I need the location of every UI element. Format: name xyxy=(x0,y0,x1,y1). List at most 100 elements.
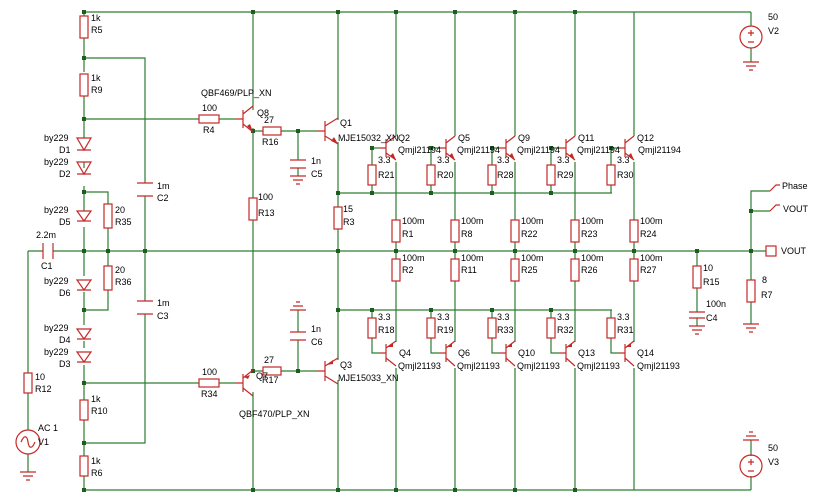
value-label: 1k xyxy=(91,456,101,466)
resistor-r13[interactable] xyxy=(248,197,258,221)
junction-dots xyxy=(82,10,753,492)
resistor-r23[interactable] xyxy=(570,219,580,243)
capacitor-c2[interactable] xyxy=(137,182,153,197)
resistor-r36[interactable] xyxy=(103,265,113,291)
junction xyxy=(251,129,255,133)
ref-label: R5 xyxy=(91,25,103,35)
ground-icon xyxy=(743,431,759,441)
ref-label: R31 xyxy=(617,325,634,335)
resistor-r25[interactable] xyxy=(510,258,520,282)
resistor-r33[interactable] xyxy=(487,317,497,339)
transistor-q3[interactable] xyxy=(317,357,339,385)
capacitor-c6[interactable] xyxy=(290,331,306,341)
ground-icon xyxy=(290,301,306,311)
resistor-r29[interactable] xyxy=(546,164,556,186)
capacitor-c1[interactable] xyxy=(42,243,54,259)
resistor-r18[interactable] xyxy=(367,317,377,339)
resistor-r12[interactable] xyxy=(23,372,33,394)
ref-label: C1 xyxy=(41,261,53,271)
resistor-r4[interactable] xyxy=(198,114,220,124)
junction xyxy=(370,146,374,150)
value-label: Qmjl21193 xyxy=(457,361,500,371)
value-label: 100m xyxy=(461,216,484,226)
resistor-r35[interactable] xyxy=(103,203,113,229)
capacitor-c3[interactable] xyxy=(137,300,153,315)
resistor-r7[interactable] xyxy=(746,279,756,303)
resistor-r30[interactable] xyxy=(606,164,616,186)
voltage-source-v2[interactable] xyxy=(739,25,763,49)
value-label: 100 xyxy=(202,103,217,113)
resistor-r8[interactable] xyxy=(450,219,460,243)
value-label: 3.3 xyxy=(617,155,630,165)
ref-label: D3 xyxy=(59,359,71,369)
ref-label: D2 xyxy=(59,169,71,179)
junction xyxy=(394,488,398,492)
ref-label: D1 xyxy=(59,145,71,155)
transistor-q9[interactable] xyxy=(500,135,516,161)
resistor-r15[interactable] xyxy=(692,265,702,289)
junction xyxy=(573,10,577,14)
resistor-r2[interactable] xyxy=(391,258,401,282)
resistor-r16[interactable] xyxy=(262,126,282,136)
transistor-q8[interactable] xyxy=(236,105,254,133)
resistor-r31[interactable] xyxy=(606,317,616,339)
diode-d2[interactable] xyxy=(75,161,93,176)
resistor-r21[interactable] xyxy=(367,164,377,186)
ref-label: C2 xyxy=(157,193,169,203)
resistor-r22[interactable] xyxy=(510,219,520,243)
net-labels: Phase VOUT VOUT xyxy=(765,181,809,257)
resistor-r5[interactable] xyxy=(79,15,89,39)
junction xyxy=(82,488,86,492)
ac-source-v1[interactable] xyxy=(15,429,41,455)
value-label: Qmjl21193 xyxy=(637,361,680,371)
value-label: by229 xyxy=(44,205,69,215)
ref-label: Q7 xyxy=(256,371,268,381)
resistor-r1[interactable] xyxy=(391,219,401,243)
resistor-r32[interactable] xyxy=(546,317,556,339)
resistor-r27[interactable] xyxy=(629,258,639,282)
transistor-q13[interactable] xyxy=(560,340,576,367)
diode-d1[interactable] xyxy=(75,137,93,152)
transistor-q14[interactable] xyxy=(619,340,635,367)
resistor-r9[interactable] xyxy=(79,73,89,97)
value-label: 1m xyxy=(157,181,170,191)
resistor-r10[interactable] xyxy=(79,399,89,421)
transistor-q6[interactable] xyxy=(440,340,456,367)
diode-d6[interactable] xyxy=(75,279,93,292)
ref-label: Q11 xyxy=(578,133,594,143)
resistor-r17[interactable] xyxy=(262,366,282,376)
voltage-source-v3[interactable] xyxy=(739,454,763,478)
resistor-r6[interactable] xyxy=(79,455,89,477)
ref-label: R34 xyxy=(201,389,218,399)
value-label: Qmjl21194 xyxy=(638,145,681,155)
diode-d5[interactable] xyxy=(75,210,93,223)
value-label: Qmjl21193 xyxy=(398,361,441,371)
value-label: by229 xyxy=(44,323,69,333)
resistor-r28[interactable] xyxy=(487,164,497,186)
transistor-q12[interactable] xyxy=(619,135,635,161)
value-label: 3.3 xyxy=(437,155,450,165)
transistor-q5[interactable] xyxy=(440,135,456,161)
diode-d3[interactable] xyxy=(75,351,93,364)
transistor-q7[interactable] xyxy=(236,369,254,397)
transistor-q4[interactable] xyxy=(380,340,397,367)
ref-label: Q6 xyxy=(458,348,470,358)
resistor-r24[interactable] xyxy=(629,219,639,243)
diode-d4[interactable] xyxy=(75,328,93,341)
resistor-r34[interactable] xyxy=(198,378,220,388)
resistor-r26[interactable] xyxy=(570,258,580,282)
resistor-r20[interactable] xyxy=(426,164,436,186)
junction xyxy=(453,488,457,492)
resistor-r11[interactable] xyxy=(450,258,460,282)
resistor-r3[interactable] xyxy=(333,206,343,230)
transistor-q10[interactable] xyxy=(500,340,516,367)
capacitor-c5[interactable] xyxy=(290,159,306,169)
capacitor-c4[interactable] xyxy=(689,311,705,319)
junction xyxy=(82,308,86,312)
transistor-q11[interactable] xyxy=(560,135,576,161)
net-flag-icon xyxy=(769,184,780,192)
ref-label: R3 xyxy=(343,217,355,227)
transistor-q2[interactable] xyxy=(380,135,397,161)
resistor-r19[interactable] xyxy=(426,317,436,339)
transistor-q1[interactable] xyxy=(317,117,339,145)
